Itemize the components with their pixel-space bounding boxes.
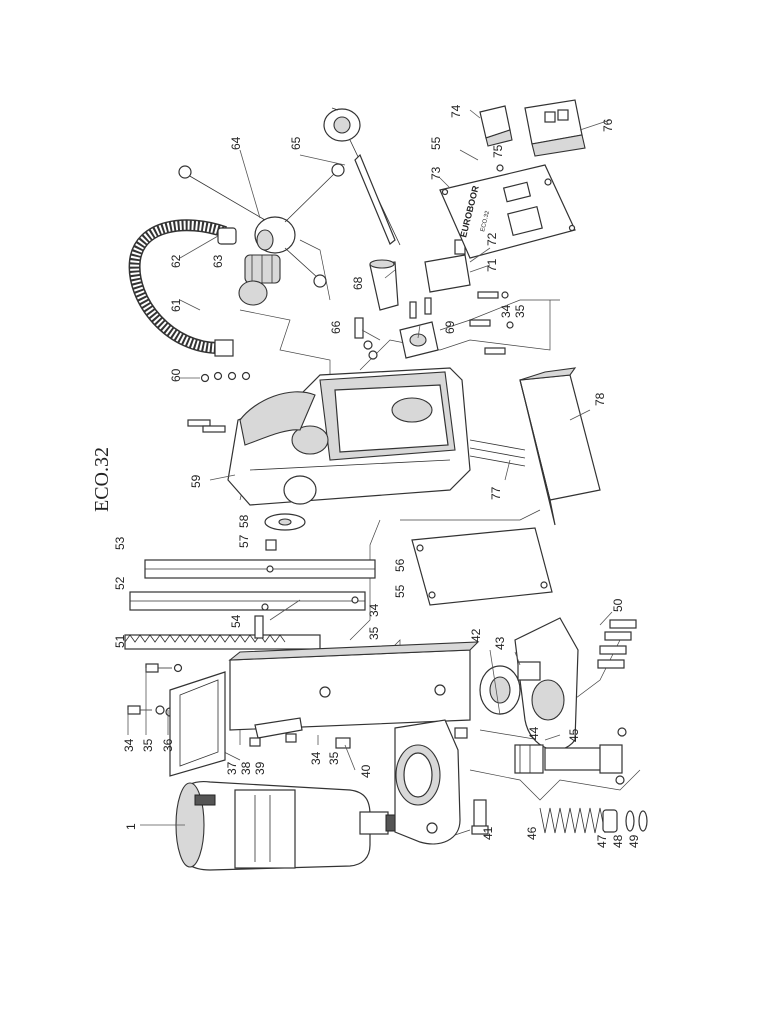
part-pin (254, 615, 264, 639)
part-bolts-50 (597, 619, 637, 669)
callout-34-d: 34 (499, 304, 513, 318)
part-screws-right (469, 291, 514, 355)
part-gasket (169, 671, 226, 777)
callout-61: 61 (169, 298, 183, 312)
callout-35-a: 35 (141, 738, 155, 752)
callout-labels: 1 34 35 36 37 38 39 34 35 40 41 42 43 44… (113, 104, 641, 848)
part-screws-mid (335, 727, 468, 749)
part-cylinder-68 (369, 259, 399, 311)
part-washer-58 (264, 513, 306, 551)
part-screws-66 (354, 317, 378, 360)
part-guide-rail (129, 591, 366, 611)
callout-34-a: 34 (122, 738, 136, 752)
part-switches (479, 99, 586, 186)
callout-47: 47 (595, 834, 609, 848)
callout-1: 1 (124, 823, 138, 830)
part-fitting-62 (217, 227, 237, 245)
callout-75: 75 (491, 144, 505, 158)
callout-64: 64 (229, 136, 243, 150)
part-base-box (469, 367, 601, 526)
callout-42: 42 (469, 628, 483, 642)
callout-69: 69 (443, 320, 457, 334)
callout-35-c: 35 (367, 626, 381, 640)
callout-39: 39 (253, 761, 267, 775)
leader-lines (127, 109, 613, 826)
callout-50: 50 (611, 598, 625, 612)
callout-54: 54 (229, 614, 243, 628)
part-cover-plate (411, 527, 553, 606)
part-shaft-knob (323, 107, 401, 246)
callout-35-b: 35 (327, 751, 341, 765)
part-clamp-69 (399, 297, 439, 359)
model-title: ECO.32 (91, 447, 113, 512)
callout-63: 63 (211, 254, 225, 268)
part-handle-hub (178, 163, 345, 306)
part-slide-carriage (228, 641, 480, 747)
callout-41: 41 (481, 826, 495, 840)
callout-57: 57 (237, 534, 251, 548)
callout-56: 56 (393, 558, 407, 572)
part-main-housing (227, 367, 471, 506)
callout-73: 73 (429, 166, 443, 180)
callout-34-c: 34 (367, 603, 381, 617)
callout-48: 48 (611, 834, 625, 848)
part-screws-60 (187, 371, 251, 433)
callout-45: 45 (567, 728, 581, 742)
callout-51: 51 (113, 634, 127, 648)
callout-58: 58 (237, 514, 251, 528)
callout-36: 36 (161, 738, 175, 752)
part-guide-rail-2 (144, 559, 376, 579)
callout-66: 66 (329, 320, 343, 334)
callout-60: 60 (169, 368, 183, 382)
part-spring (539, 807, 606, 834)
part-bearing-bracket (479, 617, 579, 751)
part-coolant-hose (128, 219, 234, 357)
callout-71: 71 (485, 258, 499, 272)
callout-55-b: 55 (429, 136, 443, 150)
callout-40: 40 (359, 764, 373, 778)
callout-34-b: 34 (309, 751, 323, 765)
callout-46: 46 (525, 826, 539, 840)
callout-44: 44 (527, 726, 541, 740)
callout-65: 65 (289, 136, 303, 150)
part-end-fittings (602, 809, 648, 833)
callout-53: 53 (113, 536, 127, 550)
callout-52: 52 (113, 576, 127, 590)
callout-49: 49 (627, 834, 641, 848)
part-control-plate: EUROBOOR ECO.32 (439, 164, 576, 259)
callout-62: 62 (169, 254, 183, 268)
part-motor-clamp (394, 719, 461, 845)
callout-38: 38 (239, 761, 253, 775)
callout-59: 59 (189, 474, 203, 488)
part-bolt-41 (471, 799, 489, 835)
callout-37: 37 (225, 761, 239, 775)
part-switch-bracket (424, 239, 471, 293)
callout-76: 76 (601, 118, 615, 132)
callout-74: 74 (449, 104, 463, 118)
callout-77: 77 (489, 486, 503, 500)
callout-68: 68 (351, 276, 365, 290)
callout-72: 72 (485, 232, 499, 246)
part-rack (124, 634, 321, 650)
plate-model-text: ECO.32 (480, 210, 491, 233)
part-spindle (514, 727, 627, 785)
part-motor (175, 780, 399, 871)
callout-55-a: 55 (393, 584, 407, 598)
callout-43: 43 (493, 636, 507, 650)
callout-78: 78 (593, 392, 607, 406)
callout-35-d: 35 (513, 304, 527, 318)
